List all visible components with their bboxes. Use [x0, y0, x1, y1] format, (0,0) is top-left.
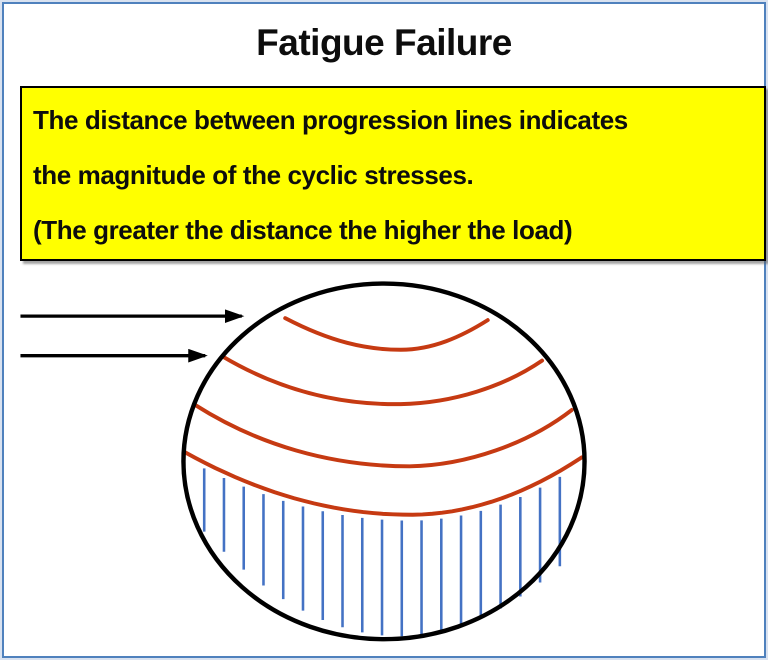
fracture-surface-outline [181, 281, 587, 642]
callout-line-1: The distance between progression lines i… [33, 105, 628, 135]
callout-line-2: the magnitude of the cyclic stresses. [33, 160, 474, 190]
slide-title: Fatigue Failure [256, 22, 512, 63]
progression-line-2 [221, 354, 545, 407]
progression-line-1 [283, 316, 490, 352]
progression-line-4 [183, 450, 584, 517]
callout-box: The distance between progression lines i… [20, 86, 766, 261]
fatigue-diagram [20, 281, 587, 642]
progression-line-3 [193, 403, 574, 469]
callout-line-3: (The greater the distance the higher the… [33, 215, 573, 245]
hatch-lines [202, 468, 562, 637]
